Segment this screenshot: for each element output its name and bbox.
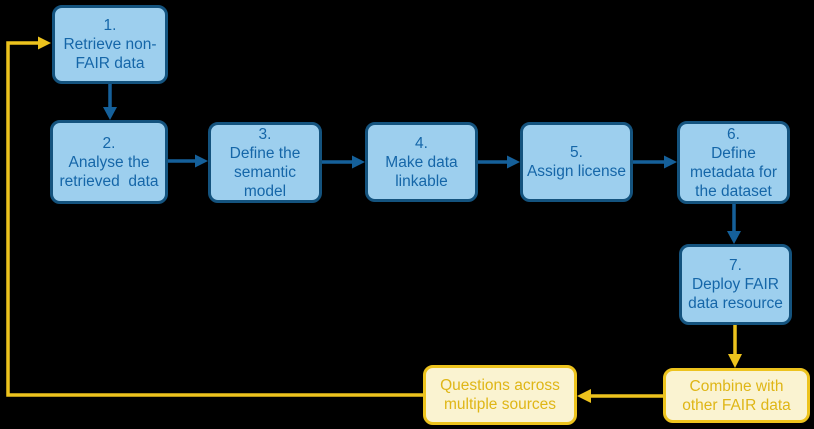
arrow-combine-questions (577, 389, 663, 403)
combine-with-other-fair-data-node: Combine with other FAIR data (663, 368, 810, 423)
step-4-make-data-linkable-node: 4. Make data linkable (365, 122, 478, 202)
feedback-loop-arrow-questions-step1 (6, 36, 423, 397)
arrow-step1-step2 (103, 84, 117, 120)
step-2-analyse-retrieved-data-node: 2. Analyse the retrieved data (50, 120, 168, 204)
arrow-step6-step7 (727, 204, 741, 244)
step-7-deploy-fair-data-resource-node: 7. Deploy FAIR data resource (679, 244, 792, 325)
arrow-step2-step3 (168, 154, 208, 168)
step-3-define-semantic-model-node: 3. Define the semantic model (208, 122, 322, 203)
questions-across-multiple-sources-node: Questions across multiple sources (423, 365, 577, 425)
arrow-step7-combine (728, 325, 742, 368)
arrow-step5-step6 (633, 155, 677, 169)
arrow-step3-step4 (322, 155, 365, 169)
step-6-define-metadata-node: 6. Define metadata for the dataset (677, 121, 790, 204)
step-5-assign-license-node: 5. Assign license (520, 122, 633, 202)
step-1-retrieve-non-fair-data-node: 1. Retrieve non- FAIR data (52, 5, 168, 84)
arrow-step4-step5 (478, 155, 520, 169)
